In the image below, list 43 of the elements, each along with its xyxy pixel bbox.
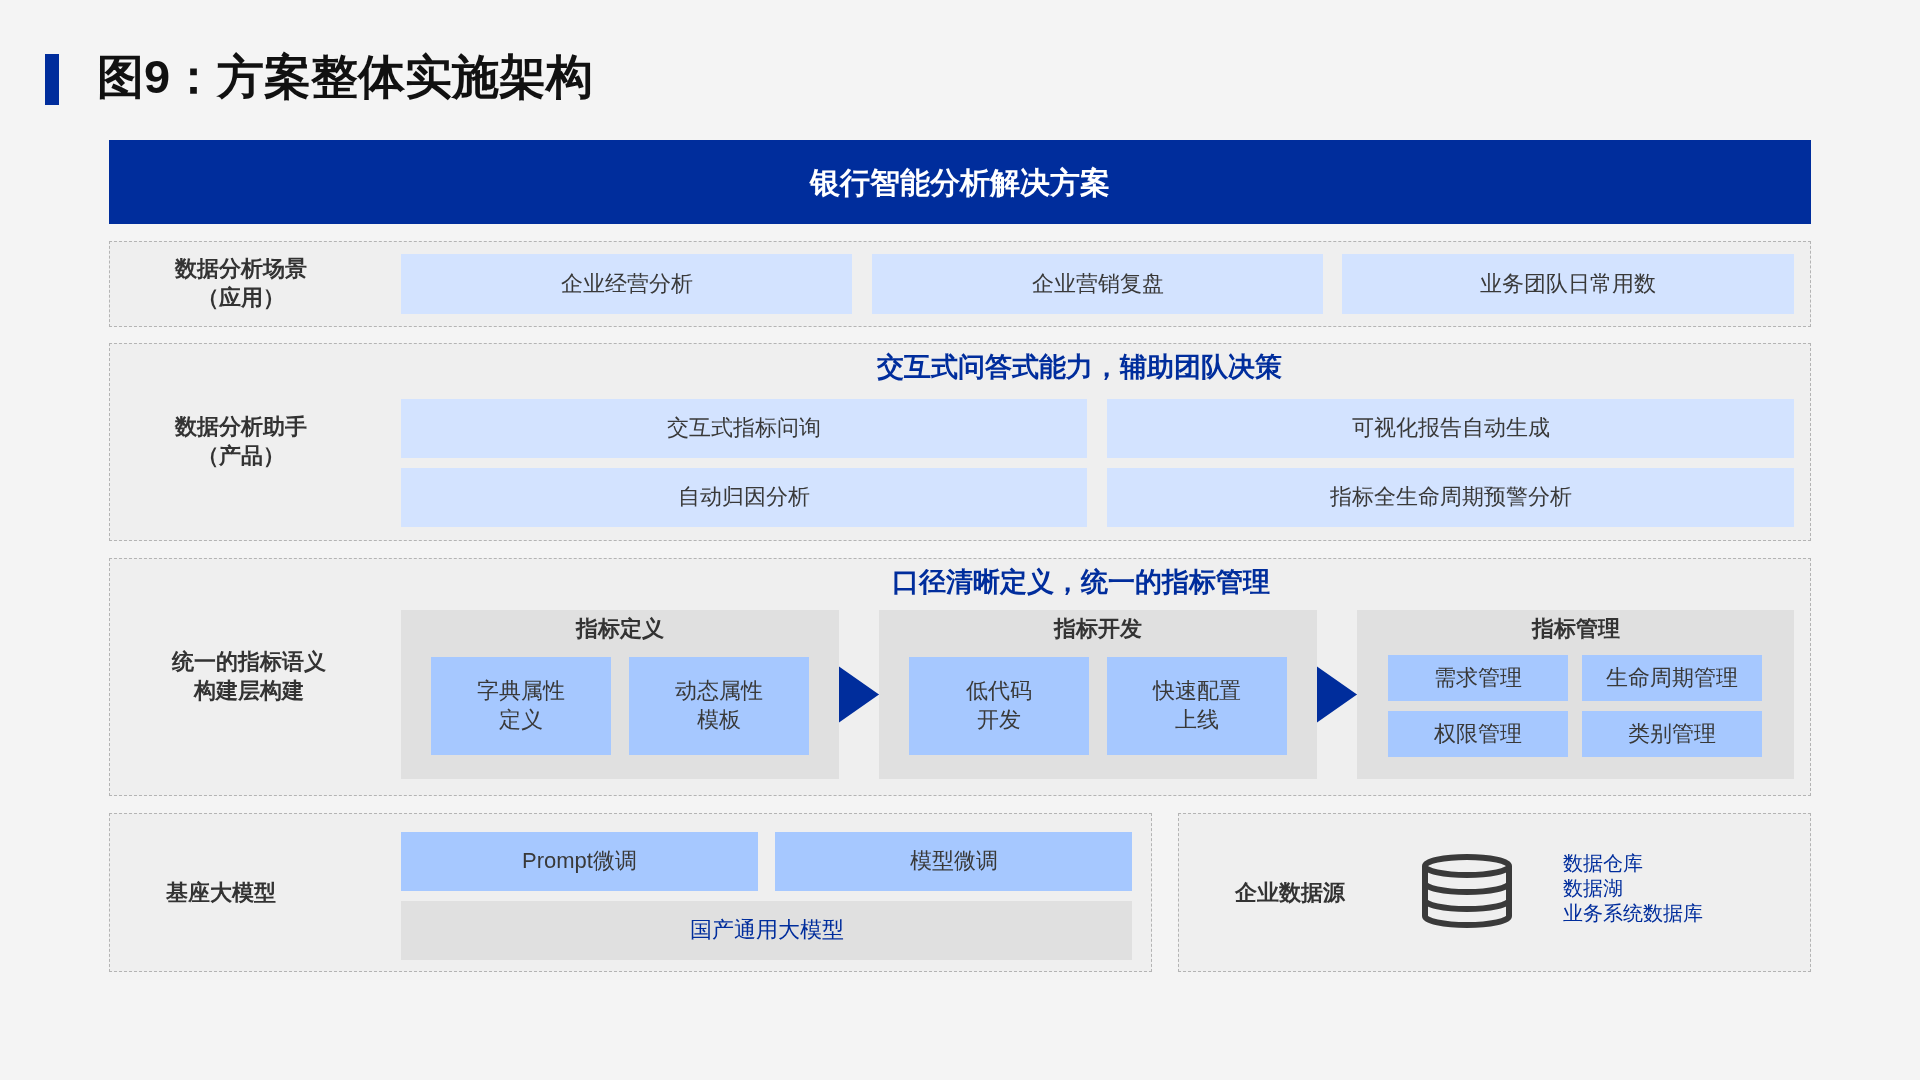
data-source-item: 业务系统数据库 — [1563, 901, 1703, 926]
feature-box: 可视化报告自动生成 — [1107, 399, 1794, 458]
module-box: Prompt微调 — [401, 832, 758, 891]
page-title: 图9：方案整体实施架构 — [97, 49, 594, 105]
module-box: 权限管理 — [1388, 711, 1568, 757]
layer-label: 基座大模型 — [166, 878, 276, 907]
data-source-item: 数据仓库 — [1563, 851, 1643, 876]
foundation-bar: 国产通用大模型 — [401, 901, 1132, 960]
feature-box: 指标全生命周期预警分析 — [1107, 468, 1794, 527]
layer-panel — [109, 343, 1811, 541]
module-box: 需求管理 — [1388, 655, 1568, 701]
module-box: 生命周期管理 — [1582, 655, 1762, 701]
module-box: 动态属性模板 — [629, 657, 809, 755]
data-source-panel — [1178, 813, 1811, 972]
feature-box: 企业营销复盘 — [872, 254, 1323, 314]
data-source-item: 数据湖 — [1563, 876, 1623, 901]
layer-panel — [109, 813, 1152, 972]
chevron-arrow — [1317, 666, 1357, 723]
layer-heading: 口径清晰定义，统一的指标管理 — [892, 566, 1270, 599]
stage-panel — [401, 610, 839, 779]
feature-box: 交互式指标问询 — [401, 399, 1087, 458]
module-box: 低代码开发 — [909, 657, 1089, 755]
stage-panel — [879, 610, 1317, 779]
layer-panel — [109, 241, 1811, 327]
layer-heading: 交互式问答式能力，辅助团队决策 — [876, 351, 1282, 384]
module-box: 类别管理 — [1582, 711, 1762, 757]
module-box: 模型微调 — [775, 832, 1132, 891]
module-box: 快速配置上线 — [1107, 657, 1287, 755]
stage-title: 指标开发 — [1054, 615, 1142, 643]
chevron-arrow — [839, 666, 879, 723]
feature-box: 自动归因分析 — [401, 468, 1087, 527]
layer-label: 企业数据源 — [1235, 878, 1345, 907]
feature-box: 业务团队日常用数 — [1342, 254, 1794, 314]
stage-title: 指标管理 — [1531, 615, 1620, 643]
feature-box: 企业经营分析 — [401, 254, 852, 314]
stage-title: 指标定义 — [576, 615, 664, 643]
layer-label: 统一的指标语义构建层构建 — [170, 648, 327, 705]
module-box: 字典属性定义 — [431, 657, 611, 755]
layer-panel — [109, 558, 1811, 796]
layer-label: 数据分析场景（应用） — [173, 255, 308, 312]
solution-banner: 银行智能分析解决方案 — [109, 140, 1811, 224]
stage-panel — [1357, 610, 1794, 779]
layer-label: 数据分析助手（产品） — [173, 413, 308, 470]
